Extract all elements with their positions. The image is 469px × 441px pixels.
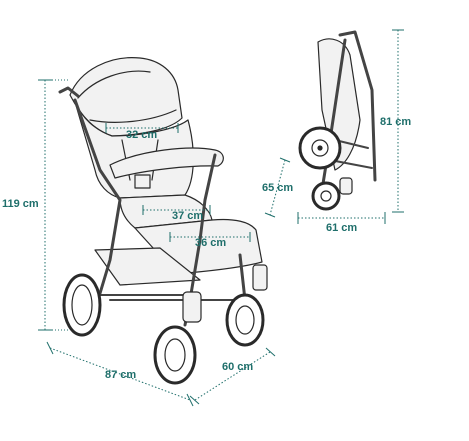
stroller-folded: [298, 30, 377, 211]
folded-small-wheel: [311, 181, 341, 211]
height-label: 119 cm: [2, 198, 39, 210]
rear-left-wheel: [62, 273, 102, 337]
backrest-width-label: 32 cm: [126, 129, 157, 141]
folded-handle-frame: [338, 30, 377, 182]
footrest-width-label: 36 cm: [195, 237, 226, 249]
handlebar: [58, 86, 80, 98]
folded-depth-label: 65 cm: [262, 182, 293, 194]
rear-right-leg: [238, 253, 247, 302]
rear-frame-leg: [73, 98, 122, 302]
width-label: 60 cm: [222, 361, 253, 373]
dimensions-unfolded: [38, 79, 276, 407]
folded-large-wheel: [298, 126, 342, 170]
front-right-wheel: [225, 264, 268, 347]
seat-width-label: 37 cm: [172, 210, 203, 222]
bumper-bar: [109, 147, 224, 179]
length-label: 87 cm: [105, 369, 136, 381]
seat-backrest: [74, 101, 194, 199]
storage-basket: [94, 247, 201, 286]
folded-height-label: 81 cm: [380, 116, 411, 128]
stroller-unfolded: [58, 57, 268, 385]
bottom-frame: [99, 294, 246, 301]
folded-width-label: 61 cm: [326, 222, 357, 234]
front-left-wheel: [153, 291, 202, 385]
dimensions-folded: [264, 29, 404, 224]
